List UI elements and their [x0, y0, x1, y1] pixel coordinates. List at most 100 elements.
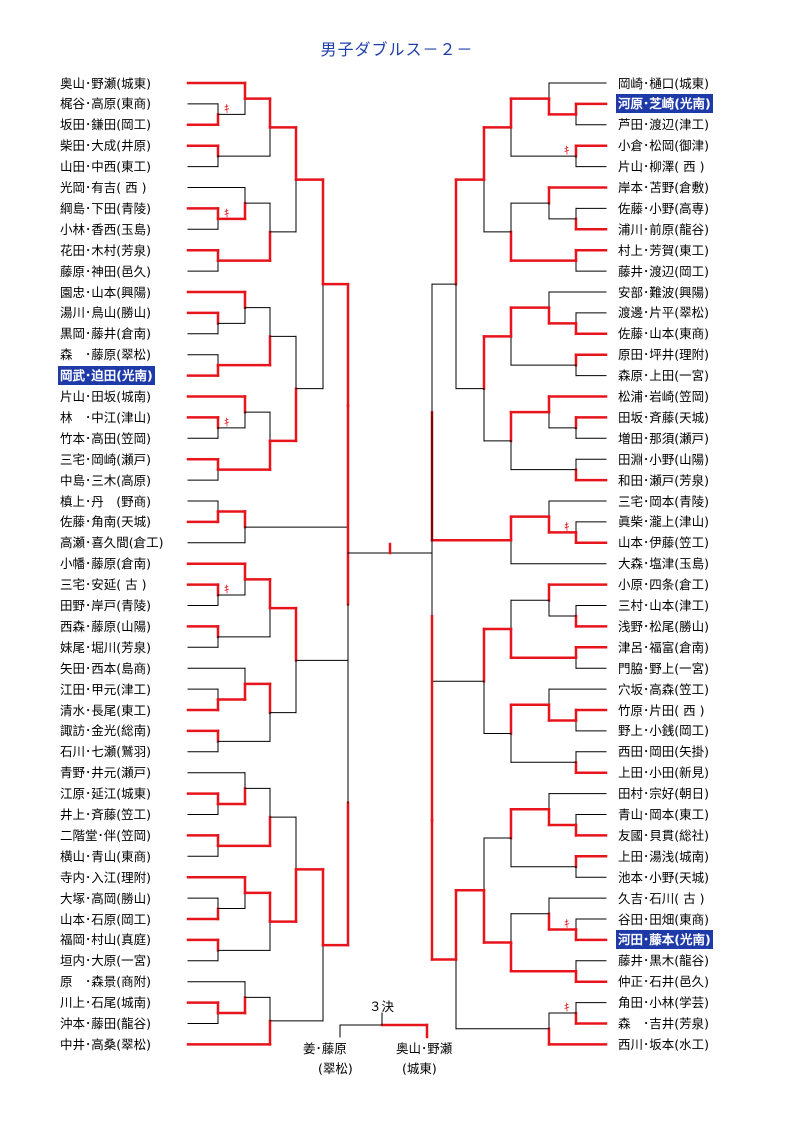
right-entry-46: 森 ･吉井(芳泉) [618, 1016, 710, 1031]
left-entry-21: 槙上･丹 (野商) [60, 493, 152, 509]
left-entry-14: 森 ･藤原(翠松) [60, 347, 152, 363]
left-entry-11: 園忠･山本(興陽) [60, 284, 152, 300]
right-entry-9: 村上･芳賀(東工) [618, 242, 710, 258]
right-entry-31: 竹原･片田( 西 ) [618, 702, 705, 718]
left-entry-28: 妹尾･堀川(芳泉) [60, 639, 152, 655]
left-entry-2: 梶谷･高原(東商) [60, 96, 152, 112]
page-title: 男子ダブルス－２－ [320, 40, 474, 59]
left-entry-1: 奥山･野瀬(城東) [60, 75, 152, 91]
left-entry-29: 矢田･西本(島商) [60, 660, 152, 676]
left-entry-16: 片山･田坂(城南) [60, 389, 152, 404]
right-entry-22: 眞柴･瀧上(津山) [618, 514, 710, 530]
left-entry-30: 江田･甲元(津工) [60, 681, 152, 697]
left-entry-39: 寺内･入江(理附) [60, 869, 152, 885]
right-entry-11: 安部･難波(興陽) [618, 284, 710, 300]
right-entry-42: 河田･藤本(光南) [616, 930, 713, 950]
right-entry-21: 三宅･岡本(青陵) [618, 493, 710, 509]
left-entry-32: 諏訪･金光(総南) [60, 723, 152, 739]
left-entry-37: 二階堂･伴(笠岡) [60, 827, 152, 843]
left-entry-33: 石川･七瀬(鷲羽) [60, 744, 152, 760]
right-entry-10: 藤井･渡辺(岡工) [618, 263, 710, 279]
right-entry-15: 森原･上田(一宮) [618, 368, 710, 384]
right-entry-4: 小倉･松岡(御津) [618, 138, 710, 154]
right-entry-5: 片山･柳澤( 西 ) [618, 159, 705, 175]
right-entry-23: 山本･伊藤(笠工) [618, 535, 710, 551]
third-place-left-school: (翠松) [318, 1061, 353, 1076]
third-place-left-name: 姜･藤原 [303, 1041, 347, 1056]
right-entry-6: 岸本･苫野(倉敷) [618, 180, 710, 195]
left-entry-40: 大塚･高岡(勝山) [60, 890, 152, 906]
right-entry-16: 松浦･岩崎(笠岡) [618, 389, 710, 404]
right-entry-47: 西川･坂本(水工) [618, 1036, 710, 1052]
left-entry-34: 青野･井元(瀬戸) [60, 765, 152, 781]
right-entry-36: 青山･岡本(東工) [618, 807, 710, 822]
left-entry-43: 垣内･大原(一宮) [60, 953, 152, 969]
default-mark: ｷ [224, 416, 230, 429]
left-entry-9: 花田･木村(芳泉) [60, 242, 152, 258]
right-entry-19: 田淵･小野(山陽) [618, 451, 710, 467]
default-mark: ｷ [224, 207, 230, 220]
right-entry-37: 友國･貝貫(総社) [618, 827, 710, 843]
default-mark: ｷ [564, 520, 570, 533]
left-entry-47: 中井･高桑(翠松) [60, 1036, 152, 1052]
right-entry-43: 藤井･黒木(龍谷) [618, 953, 710, 969]
right-entry-45: 角田･小林(学芸) [618, 995, 710, 1011]
right-entry-34: 上田･小田(新見) [618, 765, 710, 781]
right-entry-13: 佐藤･山本(東商) [618, 326, 710, 342]
left-entry-42: 福岡･村山(真庭) [60, 932, 152, 948]
left-entry-38: 横山･青山(東商) [60, 848, 152, 864]
right-entry-41: 谷田･田畑(東商) [618, 911, 710, 927]
left-entry-24: 小幡･藤原(倉南) [60, 556, 152, 572]
right-entry-2: 河原･芝崎(光南) [616, 94, 713, 114]
left-entry-7: 綱島･下田(青陵) [60, 200, 152, 216]
default-mark: ｷ [224, 102, 230, 115]
right-entry-44: 仲正･石井(邑久) [618, 974, 710, 990]
left-entry-13: 黒岡･藤井(倉南) [60, 326, 152, 342]
default-mark: ｷ [224, 583, 230, 596]
left-entry-23: 高瀬･喜久間(倉工) [60, 535, 164, 551]
right-entry-1: 岡崎･樋口(城東) [618, 75, 710, 91]
left-entry-41: 山本･石原(岡工) [60, 911, 152, 927]
right-entry-35: 田村･宗好(朝日) [618, 786, 710, 802]
left-entry-35: 江原･延江(城東) [60, 786, 152, 802]
right-entry-27: 浅野･松尾(勝山) [618, 618, 710, 634]
third-place-label: ３決 [369, 999, 395, 1014]
right-entry-29: 門脇･野上(一宮) [618, 660, 710, 676]
left-entry-26: 田野･岸戸(青陵) [60, 598, 152, 613]
right-entry-40: 久吉･石川( 古 ) [618, 890, 705, 906]
left-entry-19: 三宅･岡崎(瀬戸) [60, 451, 152, 467]
left-entry-22: 佐藤･角南(天城) [60, 514, 152, 530]
left-entry-6: 光岡･有吉( 西 ) [60, 180, 147, 195]
right-entry-8: 浦川･前原(龍谷) [618, 221, 710, 237]
third-place-right-school: (城東) [402, 1061, 437, 1076]
third-place-right-name: 奥山･野瀬 [396, 1041, 453, 1056]
right-entry-39: 池本･小野(天城) [618, 869, 710, 885]
left-entry-25: 三宅･安延( 古 ) [60, 577, 147, 593]
right-entry-28: 津呂･福富(倉南) [618, 639, 710, 655]
left-entry-20: 中島･三木(高原) [60, 472, 152, 488]
left-entry-27: 西森･藤原(山陽) [60, 618, 152, 634]
left-entry-31: 清水･長尾(東工) [60, 702, 152, 718]
right-entry-24: 大森･塩津(玉島) [618, 556, 710, 572]
left-entry-18: 竹本･高田(笠岡) [60, 430, 152, 446]
right-entry-12: 渡邊･片平(翠松) [618, 305, 710, 321]
right-entry-38: 上田･湯浅(城南) [618, 848, 710, 864]
right-entry-17: 田坂･斉藤(天城) [618, 409, 710, 425]
left-entry-15: 岡武･迫田(光南) [58, 366, 155, 386]
left-entry-8: 小林･香西(玉島) [60, 221, 152, 237]
right-entry-3: 芦田･渡辺(津工) [618, 117, 710, 133]
default-mark: ｷ [564, 1001, 570, 1014]
right-entry-18: 増田･那須(瀬戸) [618, 430, 710, 446]
left-entry-17: 林 ･中江(津山) [60, 409, 152, 425]
left-entry-46: 沖本･藤田(龍谷) [60, 1016, 152, 1031]
right-entry-20: 和田･瀬戸(芳泉) [618, 472, 710, 488]
right-entry-30: 穴坂･高森(笠工) [618, 681, 710, 697]
left-entry-44: 原 ･森景(商附) [60, 974, 152, 990]
left-entry-12: 湯川･鳥山(勝山) [60, 305, 152, 321]
default-mark: ｷ [564, 144, 570, 157]
right-entry-14: 原田･坪井(理附) [618, 347, 710, 363]
left-entry-36: 井上･斉藤(笠工) [60, 807, 152, 822]
right-entry-33: 西田･岡田(矢掛) [618, 744, 710, 760]
